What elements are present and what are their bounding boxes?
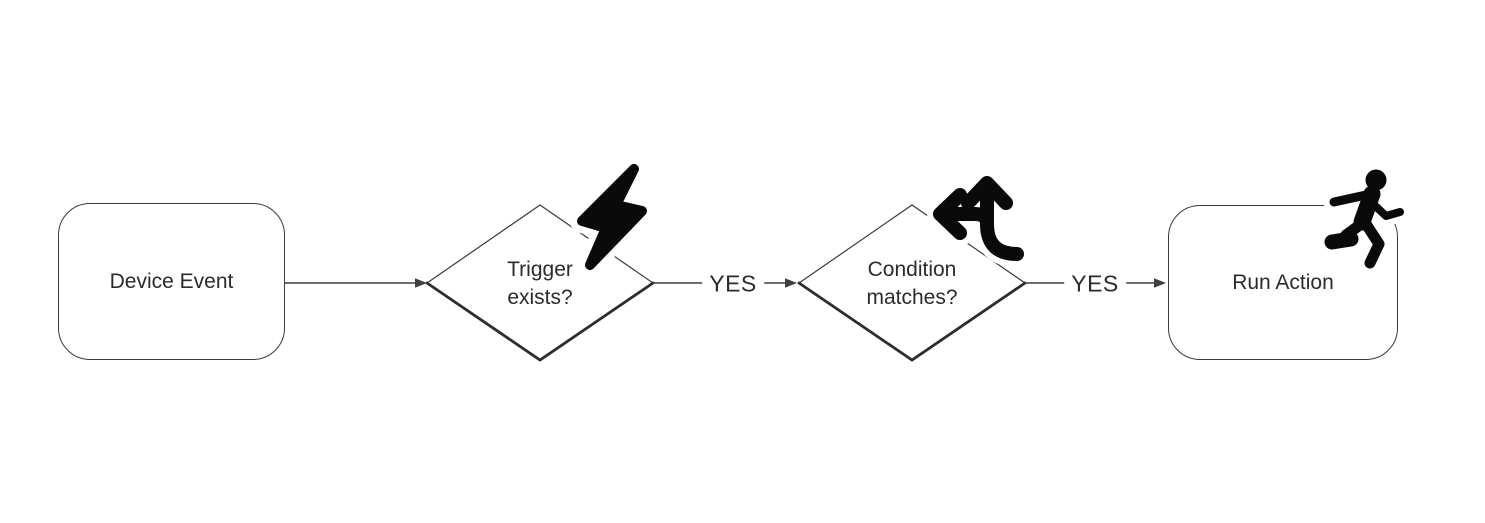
node-condition-matches-label: Condition matches? — [866, 258, 958, 309]
edge-device-to-trigger — [283, 278, 427, 288]
decision-condition-matches-shape — [797, 204, 1027, 362]
lightning-bolt-icon — [570, 157, 654, 277]
node-device-event-label: Device Event — [109, 269, 234, 293]
node-trigger-exists-label: Trigger exists? — [507, 258, 573, 309]
split-arrows-icon — [927, 170, 1030, 267]
decision-trigger-exists-shape — [425, 204, 655, 362]
edge-label-yes-1: YES — [702, 270, 764, 298]
node-device-event: Device Event — [58, 203, 285, 360]
node-run-action-label: Run Action — [1232, 270, 1334, 294]
edge-label-yes-2: YES — [1064, 270, 1126, 298]
running-person-icon — [1318, 163, 1410, 275]
